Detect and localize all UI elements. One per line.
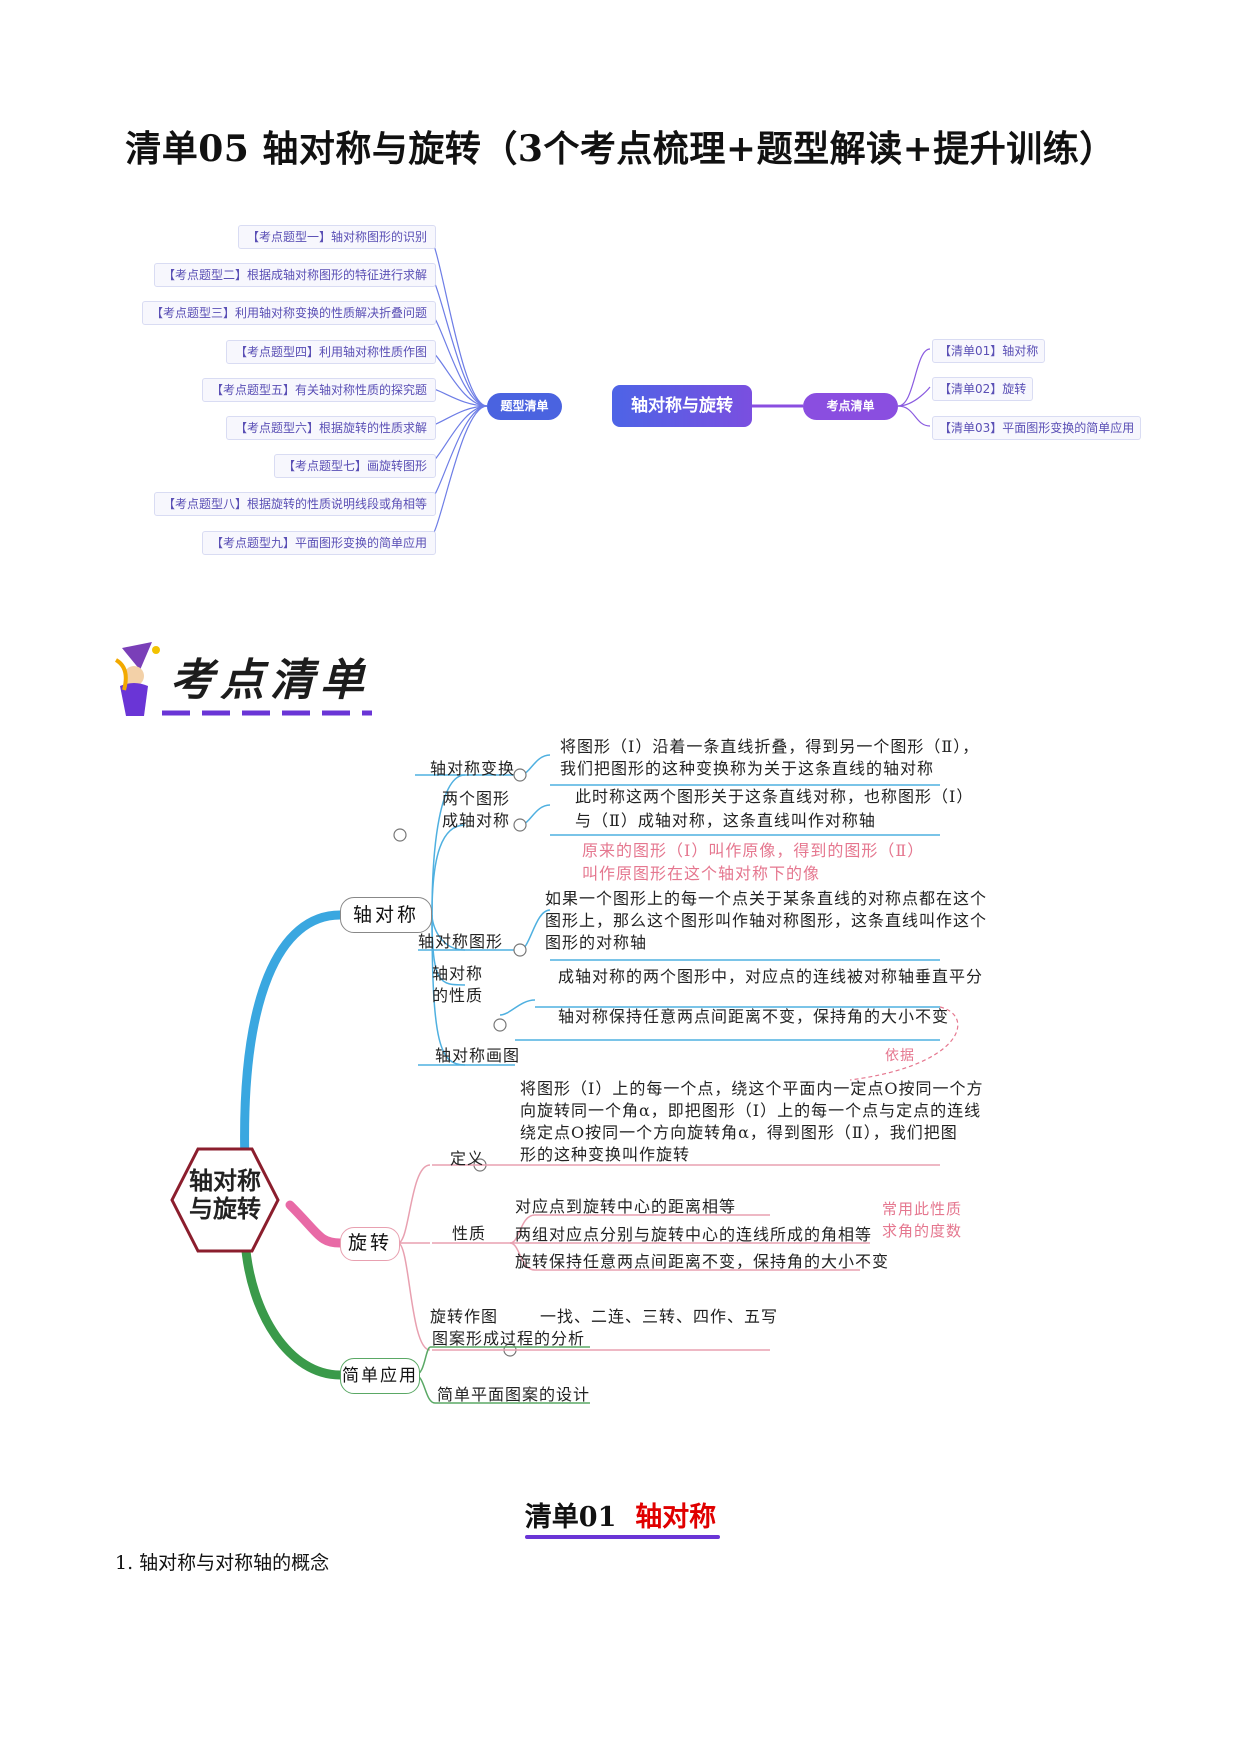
branch-application: 简单应用 — [340, 1358, 420, 1394]
overview-item-3: 【考点题型三】利用轴对称变换的性质解决折叠问题 — [141, 301, 436, 325]
section-prefix: 清单 — [524, 1502, 579, 1533]
axis-figure-label: 轴对称图形 — [418, 932, 504, 951]
axis-figure-line3: 图形的对称轴 — [545, 933, 648, 952]
mindmap-connectors — [240, 754, 959, 1404]
overview-list-3: 【清单03】平面图形变换的简单应用 — [932, 416, 1142, 440]
kaodian-title: 考点清单 — [170, 655, 370, 706]
axis-transform-line1: 将图形（I）沿着一条直线折叠，得到另一个图形（Ⅱ）， — [560, 737, 980, 756]
branch-axis-symmetry: 轴对称 — [340, 897, 432, 933]
rotation-def-line4: 形的这种变换叫作旋转 — [520, 1145, 691, 1164]
rotation-property-line2: 两组对应点分别与旋转中心的连线所成的角相等 — [515, 1225, 873, 1244]
axis-transform-line2: 我们把图形的这种变换称为关于这条直线的轴对称 — [560, 759, 935, 778]
two-figures-line1: 此时称这两个图形关于这条直线对称，也称图形（I） — [575, 787, 974, 806]
axis-property-line2: 轴对称保持任意两点间距离不变，保持角的大小不变 — [558, 1007, 950, 1026]
axis-drawing-label: 轴对称画图 — [435, 1046, 521, 1065]
overview-list-2: 【清单02】旋转 — [932, 377, 1034, 401]
section-heading: 清单01 轴对称 — [0, 1495, 1241, 1534]
two-figures-label-2: 成轴对称 — [442, 811, 511, 830]
section-name: 轴对称 — [635, 1502, 717, 1533]
two-figures-label-1: 两个图形 — [442, 789, 511, 808]
overview-connectors — [427, 234, 931, 542]
list-item-concept: 1. 轴对称与对称轴的概念 — [115, 1552, 330, 1574]
root-hexagon — [170, 1147, 280, 1253]
application-item-2: 简单平面图案的设计 — [437, 1385, 591, 1404]
branch-rotation: 旋转 — [340, 1227, 400, 1261]
axis-figure-line1: 如果一个图形上的每一个点关于某条直线的对称点都在这个 — [545, 889, 988, 908]
rotation-drawing-label: 旋转作图 — [430, 1307, 499, 1326]
knowledge-mindmap: 轴对称 与旋转 轴对称 旋转 简单应用 轴对称变换 将图形（I）沿着一条直线折叠… — [170, 735, 1070, 1435]
axis-figure-line2: 图形上，那么这个图形叫作轴对称图形，这条直线叫作这个 — [545, 911, 988, 930]
overview-hub-points: 考点清单 — [803, 393, 898, 420]
overview-item-9: 【考点题型九】平面图形变换的简单应用 — [201, 531, 436, 555]
axis-property-line1: 成轴对称的两个图形中，对应点的连线被对称轴垂直平分 — [558, 967, 984, 986]
wizard-mascot-icon — [114, 642, 160, 716]
banner-dashed-line — [162, 710, 372, 716]
overview-center: 轴对称与旋转 — [612, 385, 752, 427]
overview-mindmap: 【考点题型一】轴对称图形的识别 【考点题型二】根据成轴对称图形的特征进行求解 【… — [0, 210, 1241, 600]
rotation-note-line1: 常用此性质 — [882, 1200, 963, 1218]
overview-item-8: 【考点题型八】根据旋转的性质说明线段或角相等 — [153, 492, 436, 516]
rotation-property-line1: 对应点到旋转中心的距离相等 — [515, 1197, 737, 1216]
section-number: 01 — [578, 1502, 617, 1533]
overview-item-2: 【考点题型二】根据成轴对称图形的特征进行求解 — [153, 263, 436, 287]
mindmap-root: 轴对称 与旋转 — [189, 1166, 261, 1223]
overview-hub-types: 题型清单 — [487, 393, 562, 420]
kaodian-banner: 考点清单 — [112, 640, 372, 720]
axis-note-line1: 原来的图形（I）叫作原像，得到的图形（Ⅱ） — [582, 841, 925, 860]
axis-property-label-1: 轴对称 — [432, 964, 484, 983]
rotation-definition-label: 定义 — [450, 1149, 485, 1168]
overview-item-7: 【考点题型七】画旋转图形 — [273, 454, 436, 478]
overview-item-4: 【考点题型四】利用轴对称性质作图 — [225, 340, 436, 364]
overview-item-6: 【考点题型六】根据旋转的性质求解 — [225, 416, 436, 440]
overview-item-5: 【考点题型五】有关轴对称性质的探究题 — [201, 378, 436, 402]
axis-transform-label: 轴对称变换 — [430, 759, 516, 778]
axis-note-line2: 叫作原图形在这个轴对称下的像 — [582, 864, 821, 883]
page-title: 清单05 轴对称与旋转（3个考点梳理+题型解读+提升训练） — [125, 128, 1116, 170]
overview-item-1: 【考点题型一】轴对称图形的识别 — [237, 225, 436, 249]
rotation-def-line2: 向旋转同一个角α，即把图形（I）上的每一个点与定点的连线 — [520, 1101, 982, 1120]
section-underline — [525, 1535, 720, 1539]
rotation-def-line1: 将图形（I）上的每一个点，绕这个平面内一定点O按同一个方 — [520, 1079, 984, 1098]
overview-list-1: 【清单01】轴对称 — [932, 339, 1046, 363]
axis-property-label-2: 的性质 — [432, 986, 484, 1005]
rotation-note-line2: 求角的度数 — [882, 1222, 963, 1240]
rotation-drawing-steps: 一找、二连、三转、四作、五写 — [540, 1307, 779, 1326]
rotation-def-line3: 绕定点O按同一个方向旋转角α，得到图形（Ⅱ），我们把图 — [520, 1123, 958, 1142]
axis-basis-note: 依据 — [885, 1048, 915, 1064]
rotation-property-label: 性质 — [452, 1224, 487, 1243]
two-figures-line2: 与（Ⅱ）成轴对称，这条直线叫作对称轴 — [575, 811, 876, 830]
application-item-1: 图案形成过程的分析 — [432, 1329, 586, 1348]
rotation-property-line3: 旋转保持任意两点间距离不变，保持角的大小不变 — [515, 1252, 890, 1271]
